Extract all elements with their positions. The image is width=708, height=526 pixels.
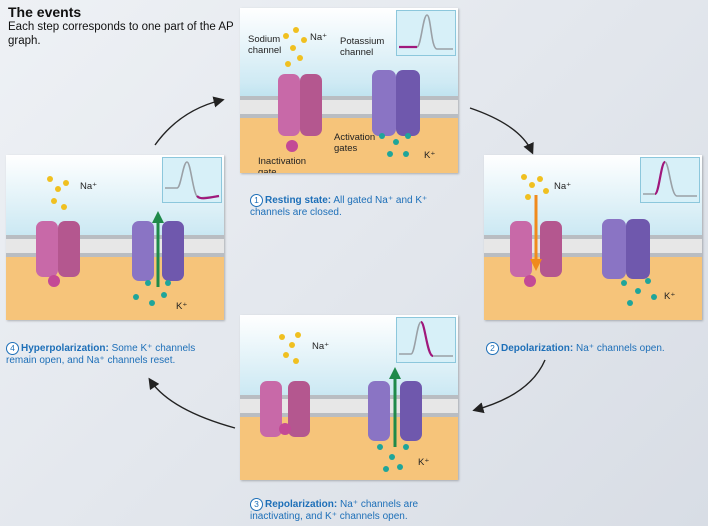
na-ions [279, 332, 301, 364]
potassium-channel-open [368, 367, 422, 447]
label-k-ion: K⁺ [664, 291, 676, 302]
arrow-1-to-2 [469, 107, 534, 155]
figure-subtitle: Each step corresponds to one part of the… [8, 21, 234, 47]
step-4-title: Hyperpolarization: [21, 343, 109, 354]
na-ions [283, 27, 307, 67]
ap-graph-icon [640, 157, 700, 203]
k-ions [379, 133, 411, 157]
membrane-illustration [6, 176, 224, 320]
step-1-text: All gated Na⁺ and K⁺ channels are closed… [250, 195, 428, 218]
na-ions [47, 176, 69, 210]
k-ions [621, 278, 657, 306]
step-1-title: Resting state: [265, 195, 332, 206]
step-2-number: 2 [486, 342, 499, 355]
label-k-ion: K⁺ [424, 150, 436, 161]
label-k-ion: K⁺ [418, 457, 430, 468]
step-2-text: Na⁺ channels open. [576, 343, 665, 354]
figure-title: The events [8, 4, 82, 20]
label-na-ion: Na⁺ [312, 341, 330, 352]
label-potassium-channel: Potassium channel [340, 36, 385, 58]
header: The events Each step corresponds to one … [8, 4, 258, 48]
step-3-text: Na⁺ channels are inactivating, and K⁺ ch… [250, 499, 419, 522]
arrow-4-to-1 [154, 96, 225, 146]
arrow-3-to-4 [148, 377, 236, 429]
step-3-title: Repolarization: [265, 499, 338, 510]
label-na-ion: Na⁺ [554, 181, 572, 192]
label-k-ion: K⁺ [176, 301, 188, 312]
label-na-ion: Na⁺ [310, 32, 328, 43]
potassium-channel-closed [372, 70, 420, 136]
membrane-illustration [240, 332, 458, 480]
membrane-illustration [484, 174, 702, 320]
panel-repolarization: Na⁺ K⁺ [240, 315, 458, 480]
panel-resting-state: Sodium channel Na⁺ Potassium channel Act… [240, 8, 458, 173]
na-ions [521, 174, 549, 200]
sodium-channel-open [510, 195, 562, 287]
sodium-channel-reset [36, 221, 80, 287]
membrane-illustration [240, 27, 458, 173]
panel-hyperpolarization: Na⁺ K⁺ [6, 155, 224, 320]
label-activation-gates: Activation gates [334, 132, 376, 154]
ap-graph-icon [396, 317, 456, 363]
k-ions [377, 444, 409, 472]
ap-graph-icon [396, 10, 456, 56]
k-ions [133, 280, 171, 306]
panel-depolarization: Na⁺ K⁺ [484, 155, 702, 320]
step-2-title: Depolarization: [501, 343, 574, 354]
label-sodium-channel: Sodium channel [248, 34, 282, 56]
label-inactivation-gate: Inactivation gate [258, 156, 307, 173]
step-1-number: 1 [250, 194, 263, 207]
step-3-number: 3 [250, 498, 263, 511]
sodium-channel-inactivating [260, 381, 310, 437]
step-4-number: 4 [6, 342, 19, 355]
ap-graph-icon [162, 157, 222, 203]
arrow-2-to-3 [472, 359, 546, 414]
step-4-text: Some K⁺ channels remain open, and Na⁺ ch… [6, 343, 196, 366]
potassium-channel-open [132, 211, 184, 287]
potassium-channel-closed [602, 219, 650, 279]
label-na-ion: Na⁺ [80, 181, 98, 192]
sodium-channel-closed [278, 74, 322, 152]
